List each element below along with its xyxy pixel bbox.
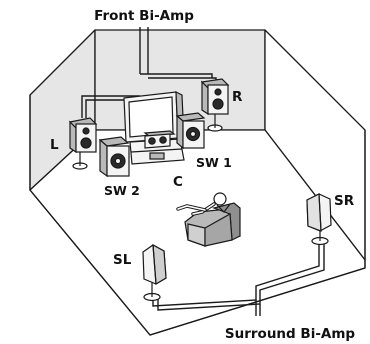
front-bi-amp-title: Front Bi-Amp [94,8,194,24]
surround-left-speaker [142,243,167,302]
front-left-label: L [50,137,59,153]
front-right-speaker [200,78,230,132]
room [29,29,366,336]
center-label: C [173,174,183,190]
subwoofer-2-label: SW 2 [104,183,140,198]
listener-armchair [176,192,241,247]
tv-stand [123,91,185,165]
center-speaker [143,130,176,149]
subwoofer-1-label: SW 1 [196,155,232,170]
subwoofer-1-speaker [175,112,206,150]
front-right-label: R [232,89,243,105]
surround-bi-amp-wiring [152,240,325,316]
room-outline [29,95,366,336]
listener-head [213,192,227,206]
surround-left-label: SL [113,252,132,268]
surround-right-speaker [306,193,332,246]
front-left-speaker [68,117,98,170]
subwoofer-2-speaker [98,136,130,178]
surround-bi-amp-title: Surround Bi-Amp [225,326,356,342]
surround-right-label: SR [334,193,355,209]
